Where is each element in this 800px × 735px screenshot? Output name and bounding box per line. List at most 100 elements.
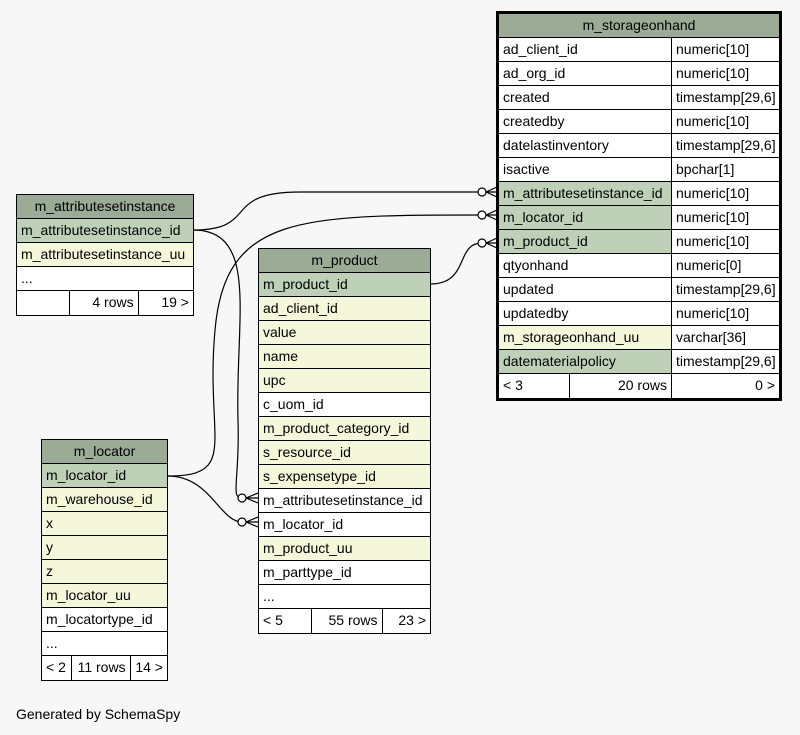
column-row[interactable]: created timestamp[29,6]: [499, 86, 779, 110]
column-name: updated: [503, 281, 554, 297]
column-name: created: [503, 89, 550, 105]
crowfoot-marker: [245, 516, 259, 528]
column-row[interactable]: m_attributesetinstance_id: [17, 219, 193, 243]
column-type: timestamp[29,6]: [671, 134, 779, 157]
column-name: isactive: [503, 161, 550, 177]
column-row[interactable]: m_locatortype_id: [42, 608, 167, 632]
column-type: numeric[0]: [671, 254, 779, 277]
column-type: numeric[10]: [671, 230, 779, 253]
column-row[interactable]: m_product_category_id: [259, 417, 430, 441]
column-row[interactable]: m_product_id: [259, 273, 430, 297]
column-name: name: [263, 348, 299, 364]
column-name: m_attributesetinstance_id: [263, 492, 423, 508]
wire-asi-to-storage: [192, 191, 482, 231]
column-row[interactable]: name: [259, 345, 430, 369]
column-name: m_locatortype_id: [46, 611, 153, 627]
column-type: timestamp[29,6]: [671, 350, 779, 373]
table-title[interactable]: m_storageonhand: [499, 14, 779, 38]
column-name: ad_client_id: [503, 41, 578, 57]
generated-by-credit: Generated by SchemaSpy: [16, 706, 181, 722]
column-row[interactable]: m_attributesetinstance_id: [259, 489, 430, 513]
column-name: value: [263, 324, 297, 340]
column-name: updatedby: [503, 305, 569, 321]
column-name: qtyonhand: [503, 257, 569, 273]
column-row[interactable]: upc: [259, 369, 430, 393]
row-count: 20 rows: [569, 374, 671, 398]
column-name: m_locator_id: [46, 467, 127, 483]
column-name: upc: [263, 372, 286, 388]
column-row[interactable]: m_locator_id: [259, 513, 430, 537]
optional-marker: [237, 493, 247, 503]
column-row[interactable]: value: [259, 321, 430, 345]
column-name: m_product_uu: [263, 540, 353, 556]
column-name: y: [46, 539, 53, 555]
column-row[interactable]: ...: [42, 632, 167, 656]
column-type: numeric[10]: [671, 182, 779, 205]
column-row[interactable]: s_expensetype_id: [259, 465, 430, 489]
column-row[interactable]: x: [42, 512, 167, 536]
column-row[interactable]: m_parttype_id: [259, 561, 430, 585]
column-row[interactable]: ad_client_id: [259, 297, 430, 321]
children-link[interactable]: 0 >: [671, 374, 779, 398]
column-row[interactable]: y: [42, 536, 167, 560]
table-title[interactable]: m_attributesetinstance: [17, 195, 193, 219]
column-row[interactable]: m_attributesetinstance_uu: [17, 243, 193, 267]
column-row[interactable]: m_locator_id numeric[10]: [499, 206, 779, 230]
column-type: timestamp[29,6]: [671, 86, 779, 109]
column-type: numeric[10]: [671, 206, 779, 229]
children-link[interactable]: 23 >: [381, 609, 430, 633]
table-m-attributesetinstance[interactable]: m_attributesetinstance m_attributesetins…: [16, 194, 194, 316]
column-row[interactable]: m_product_uu: [259, 537, 430, 561]
column-row[interactable]: m_warehouse_id: [42, 488, 167, 512]
column-name: m_locator_id: [263, 516, 344, 532]
column-row[interactable]: ...: [259, 585, 430, 609]
column-name: m_warehouse_id: [46, 491, 153, 507]
column-row[interactable]: c_uom_id: [259, 393, 430, 417]
parents-link[interactable]: < 2: [46, 659, 66, 675]
column-row[interactable]: m_locator_uu: [42, 584, 167, 608]
column-row[interactable]: ad_org_id numeric[10]: [499, 62, 779, 86]
column-row[interactable]: m_locator_id: [42, 464, 167, 488]
column-name: s_expensetype_id: [263, 468, 376, 484]
column-name: m_locator_uu: [46, 587, 131, 603]
column-row[interactable]: ...: [17, 267, 193, 291]
column-row[interactable]: z: [42, 560, 167, 584]
children-link[interactable]: 19 >: [137, 291, 193, 315]
children-link[interactable]: 14 >: [129, 656, 167, 680]
table-title[interactable]: m_locator: [42, 440, 167, 464]
parents-link[interactable]: < 3: [503, 377, 523, 393]
crowfoot-marker: [485, 209, 498, 221]
column-name: m_locator_id: [503, 209, 584, 225]
optional-marker: [477, 210, 487, 220]
column-name: m_attributesetinstance_id: [21, 222, 181, 238]
column-row[interactable]: s_resource_id: [259, 441, 430, 465]
column-name: ad_org_id: [503, 65, 566, 81]
column-row[interactable]: qtyonhand numeric[0]: [499, 254, 779, 278]
column-name: z: [46, 563, 53, 579]
column-type: bpchar[1]: [671, 158, 779, 181]
column-type: numeric[10]: [671, 62, 779, 85]
table-title[interactable]: m_product: [259, 249, 430, 273]
wire-locator-to-product: [167, 475, 243, 523]
column-name: s_resource_id: [263, 444, 351, 460]
parents-link[interactable]: [17, 291, 69, 315]
column-row[interactable]: isactive bpchar[1]: [499, 158, 779, 182]
crowfoot-marker: [485, 186, 498, 198]
parents-link[interactable]: < 5: [263, 612, 283, 628]
